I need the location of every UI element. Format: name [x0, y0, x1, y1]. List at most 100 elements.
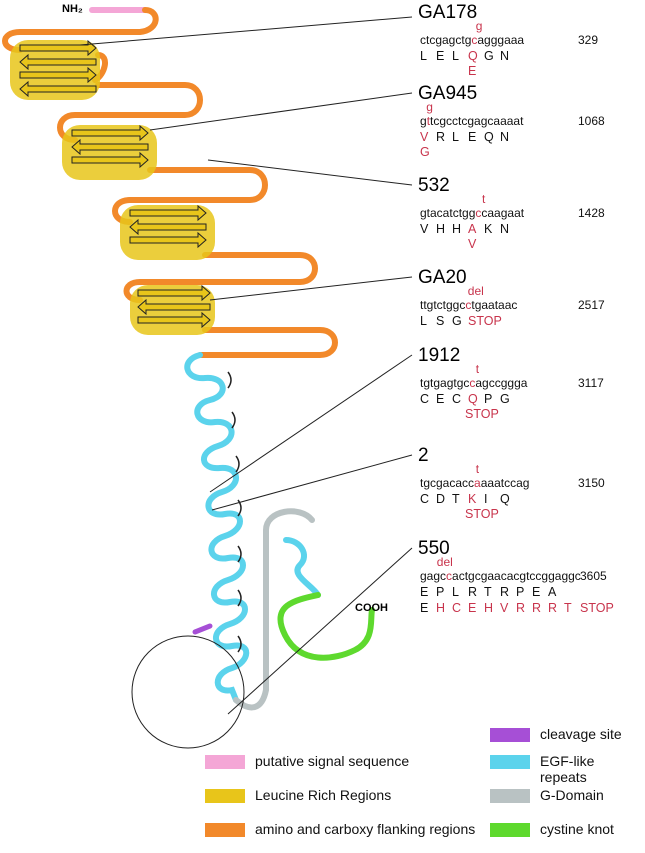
amino-acid: E [420, 585, 429, 599]
cystine-knot [277, 592, 375, 661]
mutation-name: GA178 [418, 2, 478, 23]
legend-label-flanking: amino and carboxy flanking regions [255, 821, 476, 837]
amino-acid: K [468, 492, 477, 506]
legend-label-egf: EGF-like repeats [540, 753, 595, 785]
amino-acid: R [516, 601, 526, 615]
amino-acid: L [452, 585, 459, 599]
amino-acid: R [500, 585, 510, 599]
nucleotide-position: 3605 [580, 569, 607, 583]
amino-acid: L [420, 314, 427, 328]
mutated-nucleotide: c [475, 206, 482, 220]
amino-acid: N [500, 130, 510, 144]
amino-acid: Q [468, 392, 478, 406]
amino-acid: V [500, 601, 509, 615]
amino-acid: H [452, 222, 462, 236]
amino-acid: STOP [580, 601, 614, 615]
amino-acid: T [452, 492, 460, 506]
amino-acid: E [436, 49, 445, 63]
amino-acid: E [420, 601, 429, 615]
mutation-name: 2 [418, 445, 429, 466]
mutation-substitution: del [436, 555, 453, 569]
amino-acid: E [468, 130, 477, 144]
leucine-rich-region-1 [10, 39, 100, 100]
stop-codon: STOP [468, 314, 502, 328]
amino-acid-substitution: STOP [465, 507, 499, 521]
amino-acid: G [484, 49, 494, 63]
mutated-nucleotide: a [474, 476, 481, 490]
leucine-rich-region-2 [62, 124, 157, 180]
disulfide-bonds [227, 371, 242, 653]
amino-acid: C [420, 492, 430, 506]
mutated-nucleotide: c [469, 376, 476, 390]
legend-swatch-signal [205, 755, 245, 769]
flanking-loop-4 [197, 327, 338, 358]
mutation-name: GA945 [418, 83, 478, 104]
amino-acid: L [452, 130, 459, 144]
mutated-nucleotide: c [446, 569, 453, 583]
legend-label-gdomain: G-Domain [540, 787, 604, 803]
flanking-loop-2 [112, 167, 268, 225]
mutation-substitution: g [426, 100, 433, 114]
highlight-circle [131, 635, 245, 749]
amino-acid: A [468, 222, 477, 236]
nucleotide-position: 2517 [578, 298, 605, 312]
amino-acid: L [452, 49, 459, 63]
g-domain [233, 508, 315, 711]
amino-acid: E [468, 601, 477, 615]
legend-swatch-knot [490, 823, 530, 837]
amino-acid: V [420, 222, 429, 236]
amino-acid: N [500, 222, 510, 236]
mutation-substitution: del [467, 284, 484, 298]
amino-acid: C [452, 392, 462, 406]
amino-acid: C [420, 392, 430, 406]
legend-label-leucine: Leucine Rich Regions [255, 787, 392, 803]
amino-acid: D [436, 492, 446, 506]
cleavage-site-mark [192, 623, 213, 635]
amino-acid-substitution: STOP [465, 407, 499, 421]
legend-swatch-gdomain [490, 789, 530, 803]
n-terminus-label: NH₂ [62, 3, 83, 15]
mutation-name: GA20 [418, 267, 467, 288]
c-terminus-label: COOH [355, 602, 388, 614]
amino-acid: R [468, 585, 478, 599]
leucine-rich-region-3 [120, 204, 215, 260]
amino-acid: N [500, 49, 510, 63]
legend-label-cleavage: cleavage site [540, 726, 622, 742]
mutation-substitution: t [475, 462, 480, 476]
amino-acid: S [436, 314, 445, 328]
amino-acid: R [548, 601, 558, 615]
nucleotide-sequence: gtacatctggccaagaat [420, 206, 525, 220]
mutation-substitution: t [475, 362, 480, 376]
amino-acid: P [436, 585, 445, 599]
leader-lines [79, 16, 413, 715]
amino-acid: T [484, 585, 492, 599]
amino-acid: H [436, 222, 446, 236]
amino-acid: G [500, 392, 510, 406]
amino-acid: C [452, 601, 462, 615]
legend-label-knot: cystine knot [540, 821, 614, 837]
leucine-rich-region-4 [130, 284, 215, 335]
amino-acid: P [484, 392, 493, 406]
amino-acid: V [420, 130, 429, 144]
amino-acid: G [452, 314, 462, 328]
nucleotide-position: 3150 [578, 476, 605, 490]
amino-acid: R [532, 601, 542, 615]
legend-swatch-leucine [205, 789, 245, 803]
mutation-name: 1912 [418, 345, 461, 366]
egf-like-repeats [184, 352, 250, 703]
amino-acid: A [548, 585, 557, 599]
mutated-nucleotide: c [465, 298, 472, 312]
amino-acid-substitution: E [468, 64, 477, 78]
mutated-nucleotide: c [471, 33, 478, 47]
nucleotide-sequence: gagccactgcgaacacgtccggaggc [420, 569, 581, 583]
mutation-name: 532 [418, 175, 450, 196]
amino-acid: T [564, 601, 572, 615]
amino-acid: K [484, 222, 493, 236]
